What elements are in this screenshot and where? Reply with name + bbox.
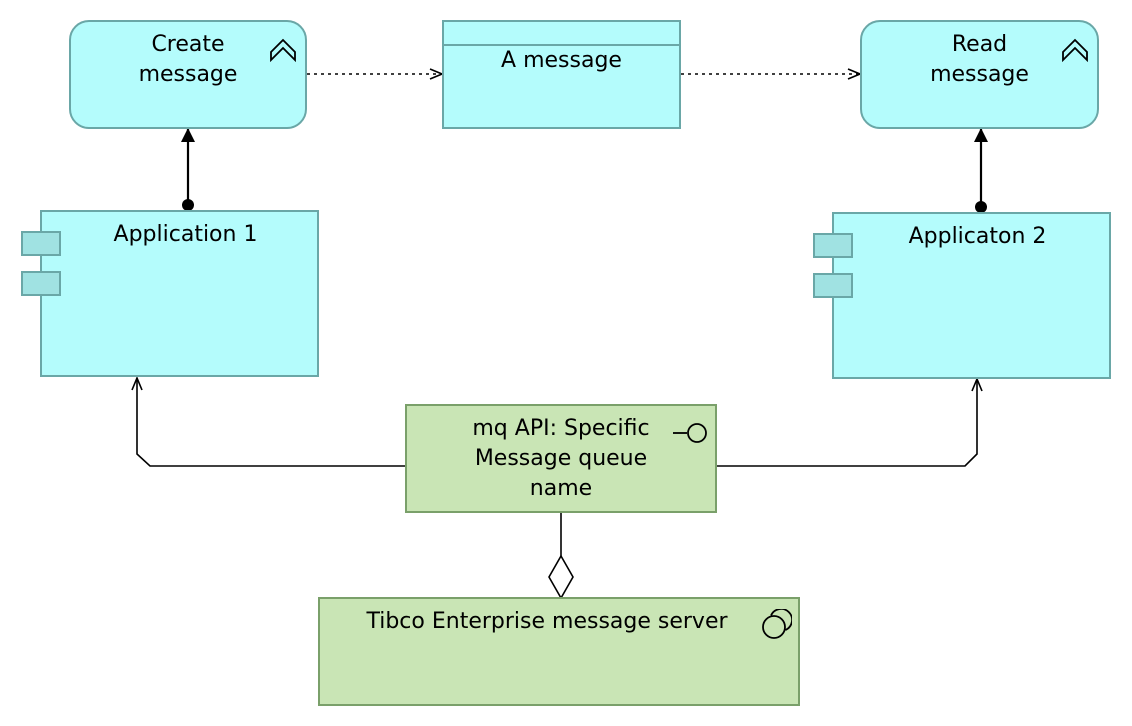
- node-application-1-label: Application 1: [113, 222, 258, 247]
- node-a-message-label: A message: [501, 48, 622, 73]
- node-mq-api-label: mq API: Specific Message queue name: [472, 416, 650, 501]
- edge-api-serves-app1: [137, 378, 405, 467]
- component-port-bottom-icon: [21, 271, 61, 296]
- component-port-top-icon: [21, 231, 61, 256]
- aggregation-diamond: [548, 554, 574, 600]
- component-port-bottom-icon: [813, 273, 853, 298]
- process-icon: [1062, 38, 1088, 62]
- system-software-icon: [762, 609, 792, 639]
- node-application-2[interactable]: Applicaton 2: [832, 212, 1111, 379]
- process-icon: [270, 38, 296, 62]
- data-object-header-line: [444, 44, 679, 46]
- node-read-message[interactable]: Read message: [860, 20, 1099, 129]
- node-tibco-server-label: Tibco Enterprise message server: [366, 609, 728, 634]
- node-mq-api[interactable]: mq API: Specific Message queue name: [405, 404, 717, 513]
- interface-icon: [673, 423, 707, 443]
- node-a-message[interactable]: A message: [442, 20, 681, 129]
- node-application-2-label: Applicaton 2: [908, 224, 1047, 249]
- edge-api-serves-app2: [717, 379, 977, 467]
- node-create-message[interactable]: Create message: [69, 20, 307, 129]
- node-application-1[interactable]: Application 1: [40, 210, 319, 377]
- component-port-top-icon: [813, 233, 853, 258]
- node-tibco-server[interactable]: Tibco Enterprise message server: [318, 597, 800, 706]
